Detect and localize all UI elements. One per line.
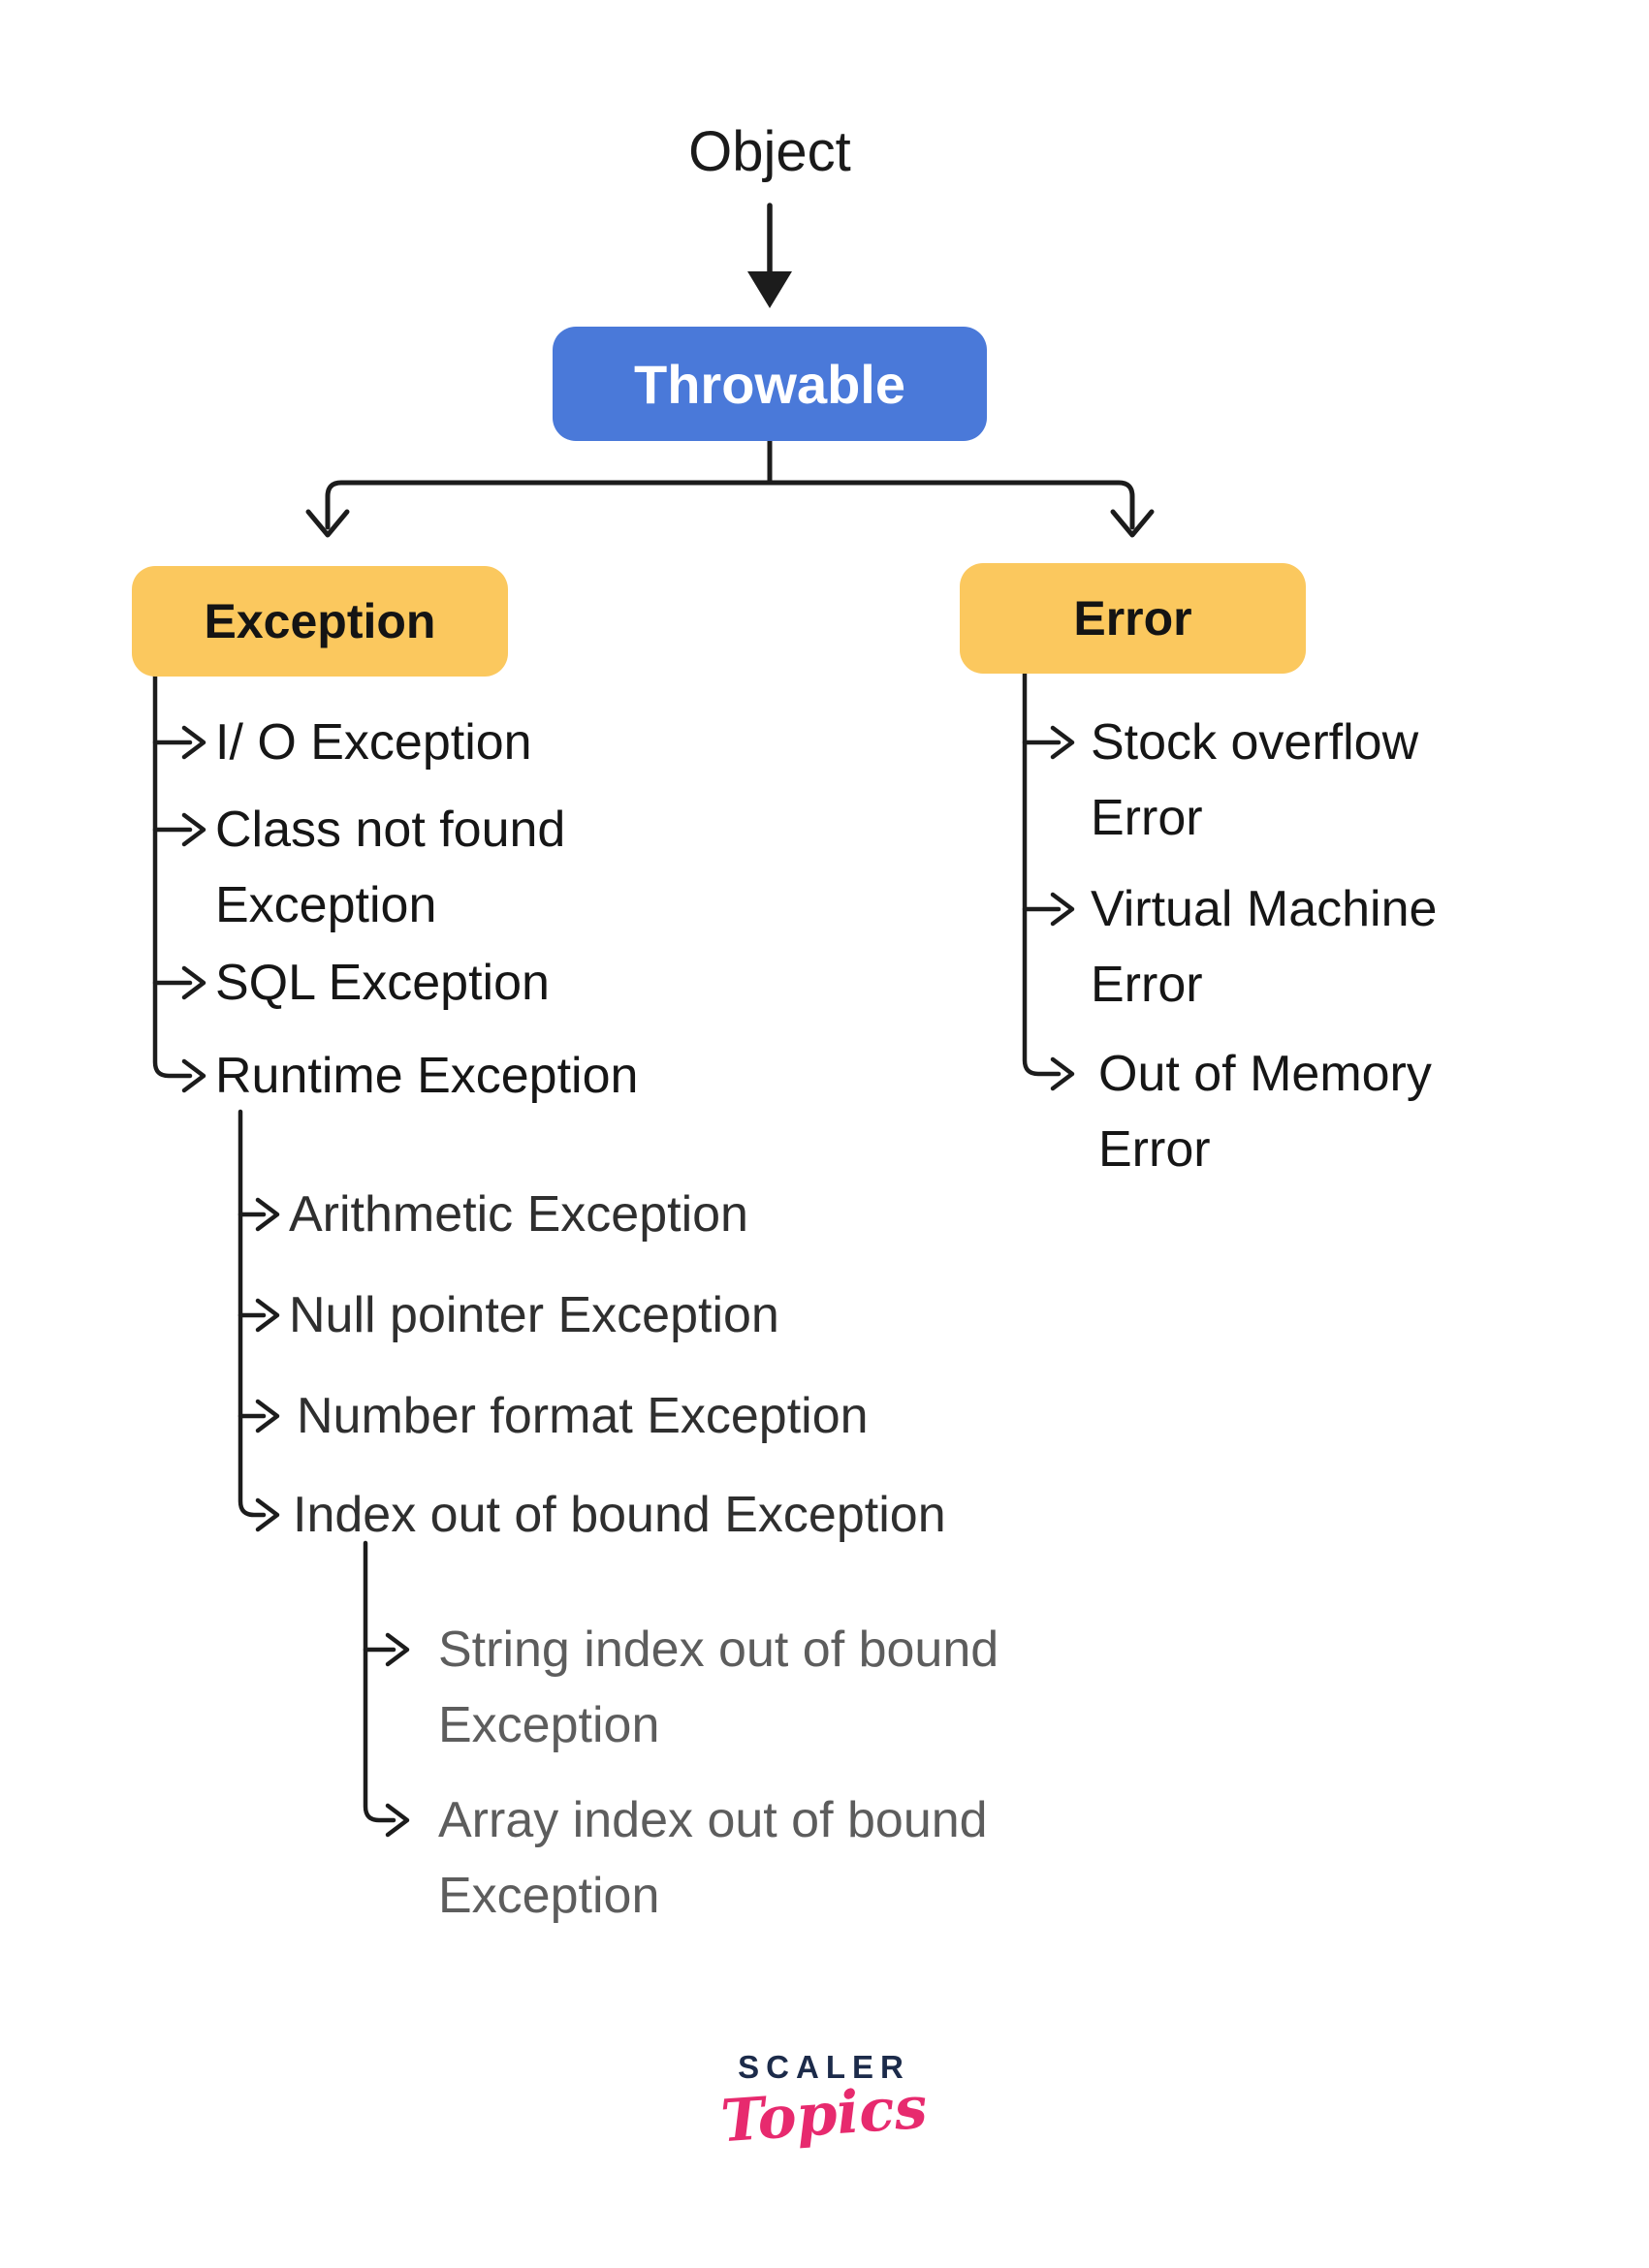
- node-exception: Exception: [132, 566, 508, 677]
- connector-exception-tree: [152, 674, 206, 1093]
- node-io-exception: I/ O Exception: [215, 714, 532, 771]
- node-index-out-of-bound-exception: Index out of bound Exception: [293, 1487, 946, 1543]
- node-runtime-exception: Runtime Exception: [215, 1048, 639, 1104]
- connector-throwable-split: [305, 438, 1155, 538]
- node-sql-exception: SQL Exception: [215, 955, 550, 1011]
- node-arithmetic-exception: Arithmetic Exception: [289, 1186, 748, 1243]
- node-stock-overflow-error: Stock overflow Error: [1091, 714, 1419, 846]
- node-error: Error: [960, 563, 1306, 674]
- node-throwable: Throwable: [553, 327, 987, 441]
- node-exception-label: Exception: [204, 594, 436, 648]
- connector-runtime-tree: [238, 1109, 280, 1532]
- connector-error-tree: [1022, 671, 1075, 1091]
- node-class-not-found-exception: Class not found Exception: [215, 802, 566, 933]
- node-virtual-machine-error: Virtual Machine Error: [1091, 881, 1438, 1013]
- node-string-index-out-of-bound-exception: String index out of bound Exception: [438, 1622, 999, 1753]
- node-out-of-memory-error: Out of Memory Error: [1098, 1046, 1432, 1178]
- scaler-topics-logo: SCALER Topics: [703, 2049, 945, 2156]
- node-number-format-exception: Number format Exception: [297, 1388, 869, 1444]
- node-throwable-label: Throwable: [633, 353, 906, 415]
- connector-index-tree: [363, 1540, 410, 1838]
- logo-primary-text: SCALER: [738, 2049, 910, 2085]
- node-object: Object: [688, 120, 851, 183]
- arrow-object-to-throwable: [747, 203, 792, 308]
- node-null-pointer-exception: Null pointer Exception: [289, 1287, 779, 1343]
- node-array-index-out-of-bound-exception: Array index out of bound Exception: [438, 1792, 988, 1924]
- node-error-label: Error: [1073, 591, 1192, 646]
